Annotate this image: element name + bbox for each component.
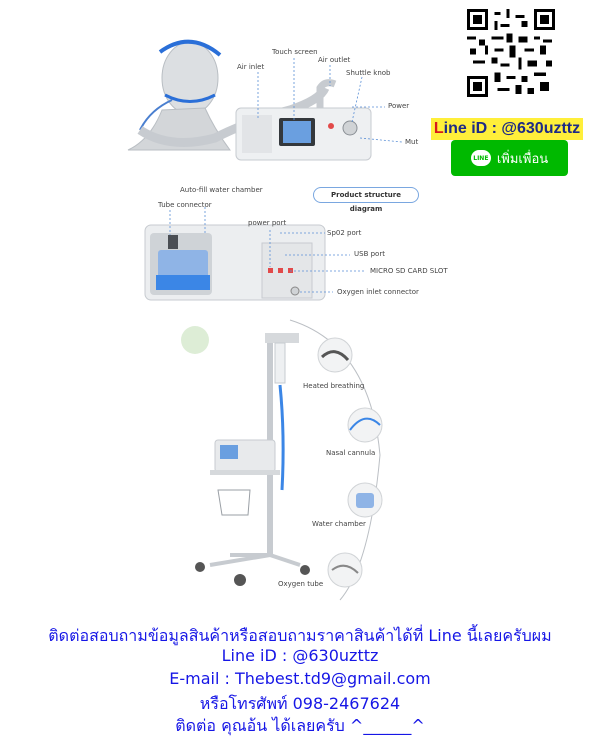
contact-intro: ติดต่อสอบถามข้อมูลสินค้าหรือสอบถามราคาสิ…: [48, 626, 552, 645]
label-shuttle-knob: Shuttle knob: [346, 69, 391, 77]
line-id-box: Line iD : @630uzttz: [431, 118, 583, 140]
trolley-accessories-diagram: [181, 319, 383, 601]
device-main-unit: [235, 79, 372, 161]
label-water-chamber: Water chamber: [312, 520, 366, 528]
label-touch-screen: Touch screen: [272, 48, 318, 56]
line-id-first-letter: L: [433, 120, 444, 137]
label-nasal-cannula: Nasal cannula: [326, 449, 376, 457]
qr-code: [467, 9, 555, 97]
contact-line-id: Line iD : @630uzttz: [221, 646, 379, 665]
label-air-outlet: Air outlet: [318, 56, 351, 64]
contact-email: E-mail : Thebest.td9@gmail.com: [169, 669, 431, 688]
line-logo-icon: LINE: [470, 150, 491, 166]
product-overview-diagram: [127, 39, 403, 161]
label-usb-port: USB port: [354, 250, 385, 258]
label-tube-connector: Tube connector: [158, 201, 212, 209]
structure-diagram-title: Product structure diagram: [313, 187, 419, 213]
label-power: Power: [388, 102, 410, 110]
label-heated-breathing: Heated breathing: [303, 382, 365, 390]
contact-name: ติดต่อ คุณอ้น ได้เลยครับ ^______^: [175, 716, 425, 735]
label-oxygen-tube: Oxygen tube: [278, 580, 324, 588]
label-power-port: power port: [248, 219, 287, 227]
line-id-text: ine iD : @630uzttz: [443, 120, 581, 137]
label-micro-sd: MICRO SD CARD SLOT: [370, 267, 448, 275]
label-auto-fill: Auto-fill water chamber: [180, 186, 263, 194]
label-mute: Mut: [405, 138, 419, 146]
add-friend-button[interactable]: LINE เพิ่มเพื่อน: [451, 140, 568, 176]
add-friend-label: เพิ่มเพื่อน: [496, 151, 549, 167]
label-oxygen-inlet: Oxygen inlet connector: [337, 288, 419, 296]
label-spo2-port: Sp02 port: [327, 229, 362, 237]
contact-phone: หรือโทรศัพท์ 098-2467624: [199, 694, 401, 713]
structure-diagram: [144, 207, 365, 301]
label-air-inlet: Air inlet: [237, 63, 265, 71]
